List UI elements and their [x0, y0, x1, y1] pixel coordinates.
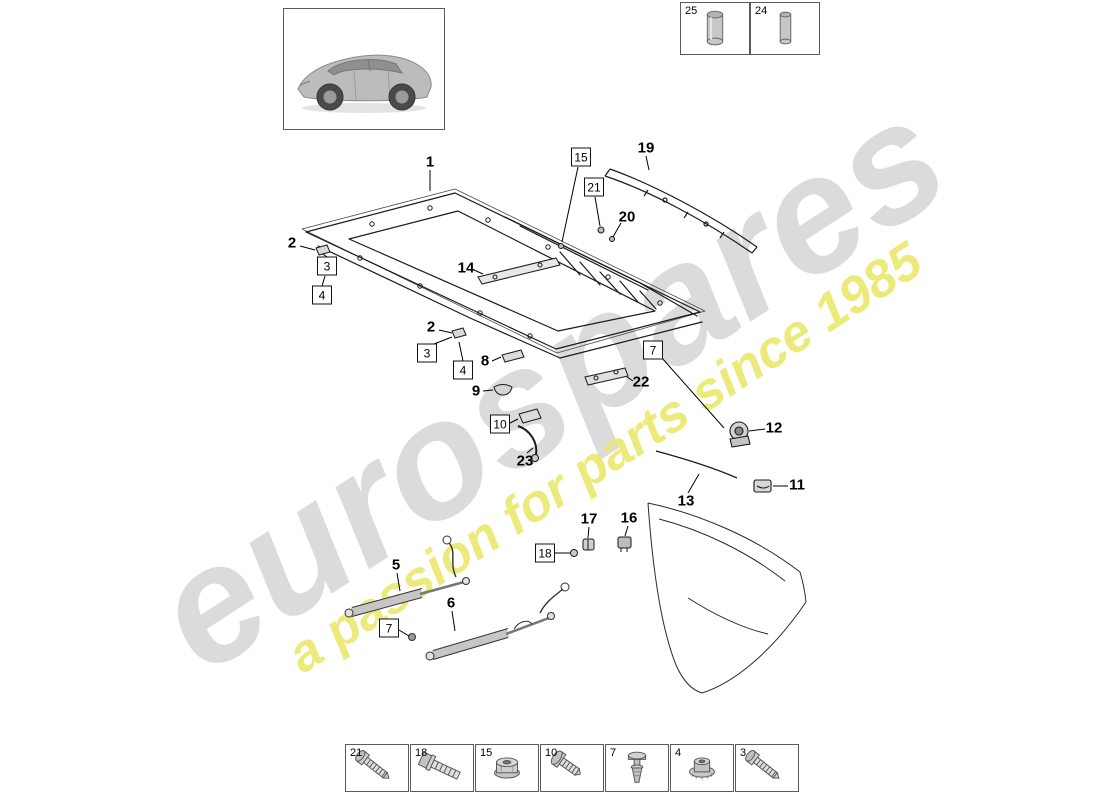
- rubber-buffer-small-icon: [779, 11, 792, 45]
- part-callout[interactable]: 1: [425, 153, 435, 171]
- fastener-number: 7: [610, 747, 617, 759]
- part-callout[interactable]: 20: [618, 208, 636, 226]
- part-callout[interactable]: 3: [317, 256, 337, 276]
- part-number-label: 25: [685, 5, 698, 17]
- part-callout[interactable]: 6: [446, 594, 456, 612]
- vehicle-thumbnail-box: [283, 8, 445, 130]
- fastener-box[interactable]: 18: [410, 744, 474, 792]
- part-callout[interactable]: 4: [453, 360, 473, 380]
- part-box-25[interactable]: 25: [680, 2, 750, 55]
- fastener-box[interactable]: 15: [475, 744, 539, 792]
- fastener-number: 21: [350, 747, 363, 759]
- flange-nut-icon: [494, 757, 520, 779]
- hex-bolt-icon: [417, 751, 461, 780]
- part-callout[interactable]: 13: [677, 492, 695, 510]
- part-callout[interactable]: 2: [287, 234, 297, 252]
- torx-screw-icon: [745, 750, 780, 779]
- fastener-box[interactable]: 3: [735, 744, 799, 792]
- fastener-box[interactable]: 21: [345, 744, 409, 792]
- pan-head-screw-icon: [550, 750, 581, 776]
- part-callout[interactable]: 11: [789, 476, 805, 494]
- part-callout[interactable]: 8: [480, 352, 490, 370]
- torx-screw-icon: [355, 750, 390, 779]
- part-number-label: 24: [755, 5, 768, 17]
- part-callout[interactable]: 4: [312, 285, 332, 305]
- fastener-number: 15: [480, 747, 493, 759]
- part-callout[interactable]: 9: [471, 382, 481, 400]
- part-callout[interactable]: 21: [584, 177, 604, 197]
- fastener-box[interactable]: 7: [605, 744, 669, 792]
- part-callout[interactable]: 22: [632, 373, 650, 391]
- part-callout[interactable]: 16: [620, 509, 638, 527]
- fastener-number: 18: [415, 747, 428, 759]
- part-callout[interactable]: 19: [637, 139, 655, 157]
- rubber-buffer-large-icon: [706, 10, 724, 46]
- part-callout[interactable]: 5: [391, 556, 401, 574]
- part-callout[interactable]: 7: [379, 618, 399, 638]
- fastener-number: 10: [545, 747, 558, 759]
- part-callout[interactable]: 12: [765, 419, 783, 437]
- fastener-box[interactable]: 10: [540, 744, 604, 792]
- car-side-view-icon: [297, 54, 432, 113]
- part-callout[interactable]: 17: [580, 510, 598, 528]
- part-callout[interactable]: 15: [571, 147, 591, 167]
- part-callout[interactable]: 23: [516, 452, 534, 470]
- round-nut-icon: [689, 757, 715, 780]
- part-callout[interactable]: 10: [490, 414, 510, 434]
- fastener-box[interactable]: 4: [670, 744, 734, 792]
- plastic-rivet-icon: [627, 751, 647, 783]
- fastener-number: 3: [740, 747, 747, 759]
- part-callout[interactable]: 7: [643, 340, 663, 360]
- part-callout[interactable]: 3: [417, 343, 437, 363]
- part-callout[interactable]: 18: [535, 543, 555, 563]
- part-box-24[interactable]: 24: [750, 2, 820, 55]
- part-callout[interactable]: 14: [457, 259, 475, 277]
- part-callout[interactable]: 2: [426, 318, 436, 336]
- fastener-number: 4: [675, 747, 682, 759]
